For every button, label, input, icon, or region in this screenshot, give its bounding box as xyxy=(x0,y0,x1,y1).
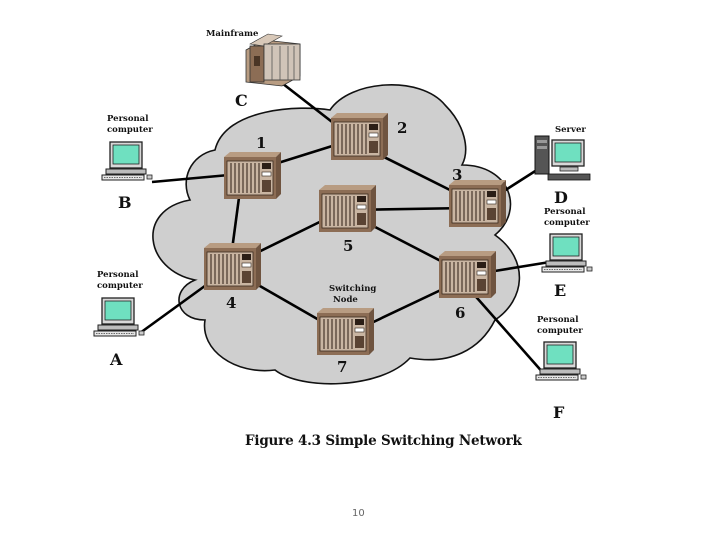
node-2-label: 2 xyxy=(397,119,407,137)
node-5-label: 5 xyxy=(343,237,353,255)
node-4-icon xyxy=(203,242,262,291)
node-2-icon xyxy=(330,112,389,161)
node-5-icon xyxy=(318,184,377,233)
server-icon xyxy=(534,135,591,181)
node-1-icon xyxy=(223,151,282,200)
link-6-f xyxy=(469,289,546,376)
mainframe-icon xyxy=(245,33,301,87)
station-e-type: Personal computer xyxy=(544,207,590,228)
station-b-letter: B xyxy=(118,193,132,212)
node-1-label: 1 xyxy=(256,134,266,152)
station-b-type: Personal computer xyxy=(107,114,153,135)
node-7-icon xyxy=(316,307,375,356)
station-d-type: Server xyxy=(555,125,586,135)
node-7-label: 7 xyxy=(337,358,347,376)
station-f-pc-icon xyxy=(535,341,587,381)
node-3-label: 3 xyxy=(452,166,462,184)
station-a-pc-icon xyxy=(93,297,145,337)
station-b-pc-icon xyxy=(101,141,153,181)
station-e-pc-icon xyxy=(541,233,593,273)
page-number: 10 xyxy=(352,508,365,519)
node-6-label: 6 xyxy=(455,304,465,322)
station-d-letter: D xyxy=(554,188,568,207)
station-f-type: Personal computer xyxy=(537,315,583,336)
station-a-type: Personal computer xyxy=(97,270,143,291)
switching-node-label: Switching Node xyxy=(329,284,379,305)
node-6-icon xyxy=(438,250,497,299)
figure-caption: Figure 4.3 Simple Switching Network xyxy=(245,433,522,449)
station-e-letter: E xyxy=(554,281,566,300)
node-3-icon xyxy=(448,179,507,228)
station-c-type: Mainframe xyxy=(206,29,259,39)
station-f-letter: F xyxy=(553,403,565,422)
station-a-letter: A xyxy=(109,350,123,369)
station-c-letter: C xyxy=(235,91,248,110)
node-4-label: 4 xyxy=(226,294,236,312)
